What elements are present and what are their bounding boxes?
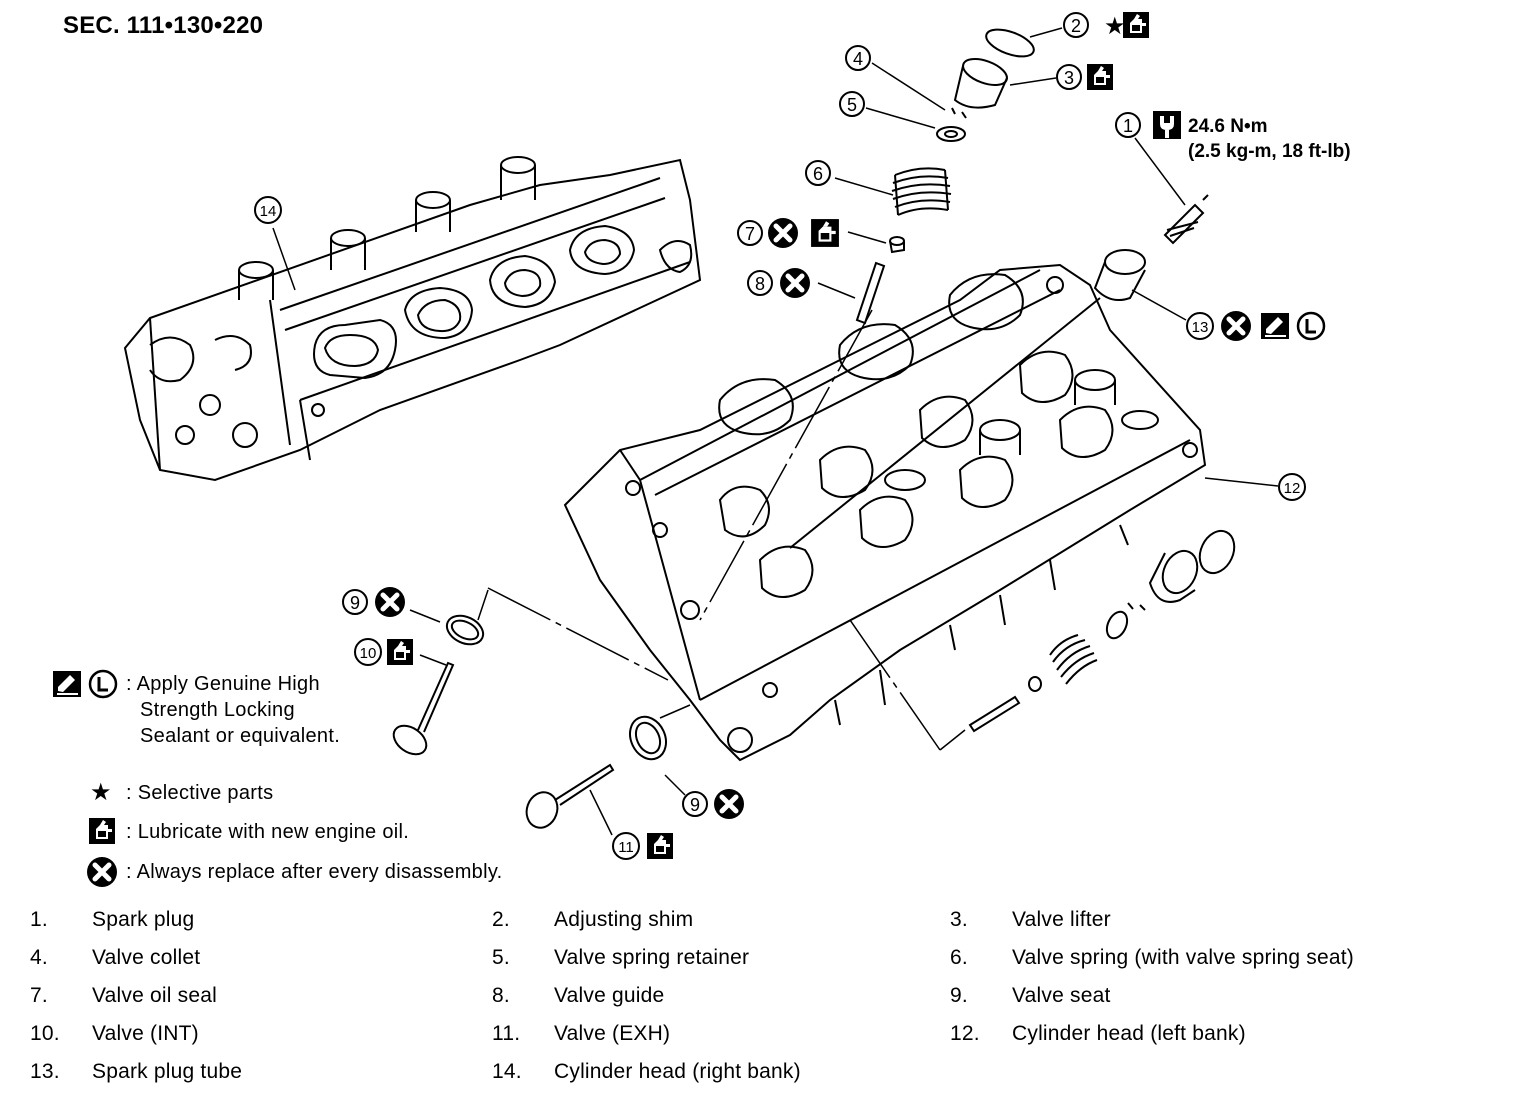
legend-selective: : Selective parts: [126, 782, 274, 804]
legend-symbols: ★: [52, 669, 118, 887]
replace-x-icon: [1221, 311, 1251, 341]
oil-can-icon: [647, 833, 673, 859]
callout-13: 13: [1186, 312, 1214, 340]
svg-text:2: 2: [1071, 16, 1081, 36]
svg-text:8: 8: [755, 274, 765, 294]
svg-text:11: 11: [618, 839, 634, 856]
sealant-icon: [1260, 312, 1290, 340]
callout-5: 5: [839, 91, 865, 117]
sealant-icon: [52, 670, 82, 698]
svg-text:12: 12: [1284, 480, 1301, 497]
replace-x-icon: [87, 857, 117, 887]
torque-spec: 24.6 N•m (2.5 kg-m, 18 ft-lb): [1188, 114, 1351, 164]
section-title: SEC. 111•130•220: [63, 12, 264, 39]
callout-11: 11: [612, 832, 640, 860]
part-valve-oil-seal-bottom: [1028, 676, 1042, 692]
legend-sealant-2: Strength Locking: [140, 699, 295, 721]
part-valve-guide-bottom: [968, 695, 1021, 733]
part-valve-lifter-top: [953, 58, 1008, 109]
torque-wrench-icon: [1153, 111, 1181, 139]
part-valve-oil-seal-top: [889, 236, 905, 254]
cylinder-head-right-bank: [123, 156, 702, 482]
legend-sealant-3: Sealant or equivalent.: [140, 725, 341, 747]
callout-8: 8: [747, 270, 773, 296]
torque-value: 24.6 N•m: [1188, 116, 1268, 137]
callout-12: 12: [1278, 473, 1306, 501]
part-valve-seat-exhaust: [629, 715, 667, 761]
callout-2: 2: [1063, 12, 1089, 38]
callout-9-lower: 9: [682, 791, 708, 817]
replace-x-icon: [768, 218, 798, 248]
callout-7: 7: [737, 220, 763, 246]
callout-6: 6: [805, 160, 831, 186]
svg-text:13: 13: [1192, 319, 1209, 336]
svg-text:5: 5: [847, 95, 857, 115]
svg-text:9: 9: [350, 593, 360, 613]
callout-14: 14: [254, 196, 282, 224]
part-valve-collet-bottom: [1127, 602, 1146, 611]
legend-lubricate: : Lubricate with new engine oil.: [126, 821, 410, 843]
callout-3: 3: [1056, 64, 1082, 90]
star-icon: ★: [90, 778, 112, 806]
part-spark-plug: [1163, 194, 1209, 245]
l-circle-icon: [1296, 311, 1326, 341]
oil-can-icon: [811, 219, 839, 247]
legend-replace: : Always replace after every disassembly…: [126, 861, 503, 883]
l-circle-icon: [88, 669, 118, 699]
part-valve-lifter-bottom: [1148, 549, 1199, 603]
part-valve-spring-top: [891, 167, 952, 216]
callout-1: 1: [1115, 112, 1141, 138]
callout-4: 4: [845, 45, 871, 71]
star-icon: ★: [1104, 12, 1126, 40]
oil-can-icon: [89, 818, 115, 844]
replace-x-icon: [714, 789, 744, 819]
part-valve-seat-intake: [445, 614, 485, 646]
svg-text:14: 14: [260, 203, 277, 220]
part-valve-intake: [392, 661, 455, 756]
part-valve-spring-retainer-bottom: [1105, 610, 1129, 640]
svg-text:7: 7: [745, 224, 755, 244]
oil-can-icon: [387, 639, 413, 665]
legend-sealant-1: : Apply Genuine High: [126, 673, 320, 695]
torque-conversion: (2.5 kg-m, 18 ft-lb): [1188, 141, 1351, 162]
replace-x-icon: [780, 268, 810, 298]
part-valve-spring-retainer-top: [936, 126, 966, 142]
callout-symbols: ★: [375, 12, 1326, 859]
svg-text:4: 4: [853, 49, 863, 69]
callout-group: 2 3 4 5 6 7 8 1 13 12 14 9 10 9 11: [254, 12, 1306, 860]
svg-text:3: 3: [1064, 68, 1074, 88]
part-valve-collet-top: [951, 107, 967, 119]
callout-9-upper: 9: [342, 589, 368, 615]
svg-text:9: 9: [690, 795, 700, 815]
part-adjusting-shim-top: [985, 28, 1035, 58]
oil-can-icon: [1087, 64, 1113, 90]
callout-10: 10: [354, 638, 382, 666]
replace-x-icon: [375, 587, 405, 617]
oil-can-icon: [1123, 12, 1149, 38]
cylinder-head-left-bank: [563, 263, 1207, 762]
part-valve-spring-bottom: [1049, 634, 1098, 685]
leader-lines: [272, 27, 1279, 836]
svg-text:10: 10: [360, 645, 377, 662]
part-spark-plug-tube: [789, 249, 1146, 549]
svg-text:1: 1: [1123, 116, 1133, 136]
part-valve-guide-top: [855, 261, 886, 325]
part-valve-exhaust: [525, 763, 615, 829]
svg-text:6: 6: [813, 164, 823, 184]
part-adjusting-shim-bottom: [1198, 529, 1236, 575]
